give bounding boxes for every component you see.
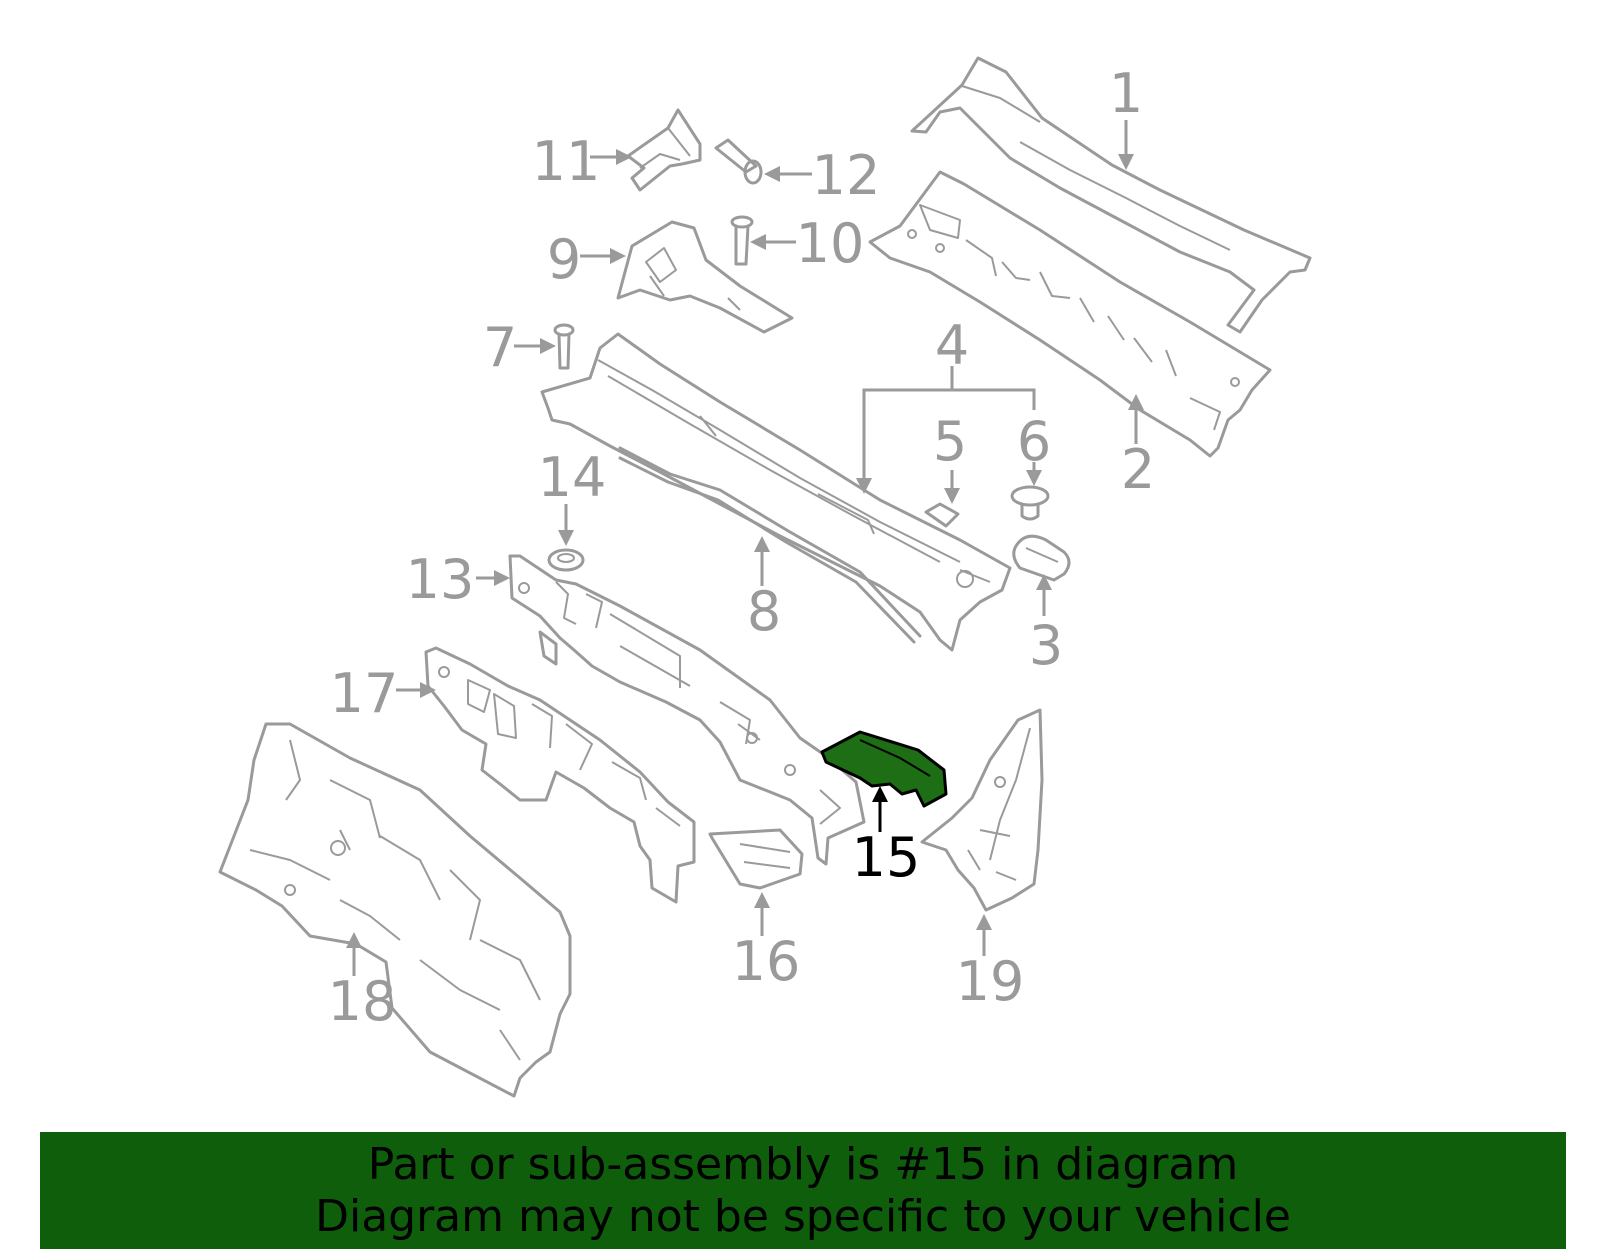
- leaders: [346, 120, 1144, 976]
- callout-1[interactable]: 1: [1109, 62, 1143, 125]
- callout-6[interactable]: 6: [1017, 410, 1051, 473]
- callout-13[interactable]: 13: [406, 548, 475, 611]
- callout-12[interactable]: 12: [812, 144, 881, 207]
- part-11-drawing: [626, 108, 702, 192]
- callout-11[interactable]: 11: [532, 130, 601, 193]
- part-14-drawing: [547, 548, 585, 572]
- banner-line-2: Diagram may not be specific to your vehi…: [315, 1190, 1291, 1242]
- part-1-drawing: [910, 56, 1312, 334]
- callout-15[interactable]: 15: [852, 826, 921, 889]
- part-15-shape[interactable]: [820, 730, 948, 808]
- part-8-drawing: [618, 446, 922, 644]
- part-7-drawing: [553, 323, 575, 370]
- callout-16[interactable]: 16: [732, 930, 801, 993]
- callout-5[interactable]: 5: [933, 410, 967, 473]
- part-18-drawing: [218, 722, 572, 1098]
- part-4-drawing: [540, 332, 1012, 652]
- part-5-drawing: [924, 502, 960, 528]
- banner-line-1: Part or sub-assembly is #15 in diagram: [367, 1138, 1239, 1190]
- callout-7[interactable]: 7: [483, 316, 517, 379]
- callout-labels: 1 2 3 4 5 6 7 8 9 10 11 12 13 14 15 16 1…: [328, 62, 1156, 1033]
- part-15-drawing: [820, 730, 948, 808]
- part-6-drawing: [1010, 485, 1050, 521]
- callout-2[interactable]: 2: [1121, 438, 1155, 501]
- callout-4[interactable]: 4: [935, 314, 969, 377]
- part-10-drawing: [730, 215, 754, 266]
- parts-diagram: 1 2 3 4 5 6 7 8 9 10 11 12 13 14 15 16 1…: [218, 56, 1312, 1098]
- callout-10[interactable]: 10: [796, 212, 865, 275]
- part-13-drawing: [508, 554, 866, 866]
- part-19-drawing: [920, 708, 1044, 912]
- callout-18[interactable]: 18: [328, 970, 397, 1033]
- part-9-drawing: [616, 220, 794, 334]
- callout-17[interactable]: 17: [330, 662, 399, 725]
- callout-19[interactable]: 19: [956, 950, 1025, 1013]
- part-2-drawing: [868, 170, 1272, 458]
- part-17-drawing: [424, 646, 696, 904]
- callout-14[interactable]: 14: [538, 446, 607, 509]
- part-16-drawing: [708, 828, 804, 890]
- info-banner: Part or sub-assembly is #15 in diagram D…: [40, 1132, 1566, 1249]
- callout-9[interactable]: 9: [547, 228, 581, 291]
- callout-8[interactable]: 8: [747, 580, 781, 643]
- part-12-drawing: [714, 138, 763, 185]
- callout-3[interactable]: 3: [1029, 614, 1063, 677]
- part-3-drawing: [1012, 534, 1071, 582]
